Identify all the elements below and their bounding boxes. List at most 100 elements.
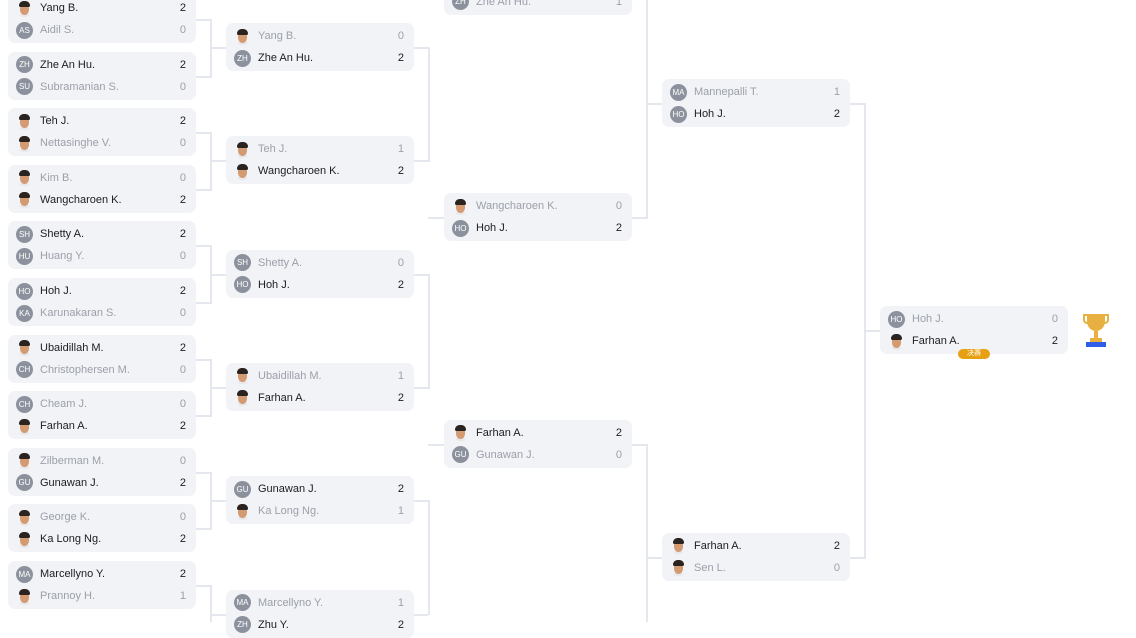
player-score: 2 <box>179 420 186 433</box>
player-name: Wangcharoen K. <box>40 193 122 206</box>
player-score: 2 <box>615 426 622 439</box>
player-score: 2 <box>179 115 186 128</box>
trophy-icon <box>1080 312 1112 352</box>
player-score: 0 <box>1051 313 1058 325</box>
player-initials-avatar: HO <box>670 105 687 123</box>
player-score: 0 <box>179 24 186 36</box>
player-score: 2 <box>179 476 186 489</box>
player-photo-avatar <box>234 28 251 45</box>
bracket-connector <box>210 47 226 49</box>
player-name: Teh J. <box>40 115 70 128</box>
player-row: Wangcharoen K.0 <box>452 196 622 216</box>
player-photo-avatar <box>16 531 33 548</box>
bracket-connector <box>646 556 662 559</box>
player-score: 2 <box>179 58 186 71</box>
bracket-connector <box>196 19 210 21</box>
player-name: Farhan A. <box>258 391 306 404</box>
player-score: 2 <box>179 193 186 206</box>
player-initials-avatar: HO <box>16 282 33 300</box>
bracket-connector <box>428 443 444 446</box>
player-name: Wangcharoen K. <box>476 200 558 213</box>
player-initials-avatar: GU <box>234 480 251 498</box>
bracket-connector <box>850 556 864 559</box>
player-row: Wangcharoen K.2 <box>234 161 404 181</box>
bracket-connector <box>864 103 866 559</box>
bracket-connector <box>196 188 210 191</box>
player-row: Teh J. 2 <box>16 111 186 131</box>
player-name: Gunawan J. <box>40 476 99 489</box>
player-name: Marcellyno Y. <box>258 596 324 609</box>
bracket-connector <box>196 415 210 418</box>
player-name: Cheam J. <box>40 398 88 411</box>
bracket-connector <box>196 132 210 135</box>
player-initials-avatar: HO <box>234 276 251 294</box>
bracket-connector <box>210 613 226 616</box>
player-row: George K.0 <box>16 507 186 527</box>
player-name: Yang B. <box>258 30 297 42</box>
player-photo-avatar <box>16 113 33 130</box>
bracket-connector <box>414 613 428 616</box>
player-score: 1 <box>397 505 404 518</box>
player-photo-avatar <box>234 367 251 385</box>
player-initials-avatar: HO <box>888 310 905 328</box>
bracket-connector <box>210 386 226 389</box>
player-score: 2 <box>179 285 186 297</box>
bracket-connector <box>428 217 444 220</box>
player-row: Yang B.2 <box>16 0 186 18</box>
player-row: HO Hoh J. 2 <box>452 218 622 238</box>
player-name: Zhu Y. <box>258 618 289 631</box>
player-initials-avatar: GU <box>452 446 469 464</box>
bracket-connector <box>428 273 430 389</box>
player-initials-avatar: MA <box>234 594 251 611</box>
player-name: Shetty A. <box>40 228 85 241</box>
player-name: Sen L. <box>694 561 726 574</box>
bracket-connector <box>414 273 428 276</box>
bracket-connector <box>646 0 648 220</box>
player-score: 2 <box>397 618 404 631</box>
player-initials-avatar: HO <box>452 219 469 237</box>
player-photo-avatar <box>234 163 251 180</box>
player-name: Mannepalli T. <box>694 86 759 98</box>
player-row: Farhan A.2 <box>888 331 1058 351</box>
player-score: 2 <box>615 222 622 235</box>
bracket-connector <box>864 330 880 332</box>
player-name: Hoh J. <box>476 222 508 235</box>
player-score: 2 <box>1051 335 1058 347</box>
player-name: Karunakaran S. <box>40 307 117 319</box>
player-initials-avatar: MA <box>670 83 687 101</box>
player-score: 1 <box>833 86 840 98</box>
player-name: Farhan A. <box>40 420 88 433</box>
player-initials-avatar: ZH <box>452 0 469 10</box>
player-photo-avatar <box>234 389 251 407</box>
player-name: Farhan A. <box>476 426 524 439</box>
player-name: Farhan A. <box>694 539 742 552</box>
